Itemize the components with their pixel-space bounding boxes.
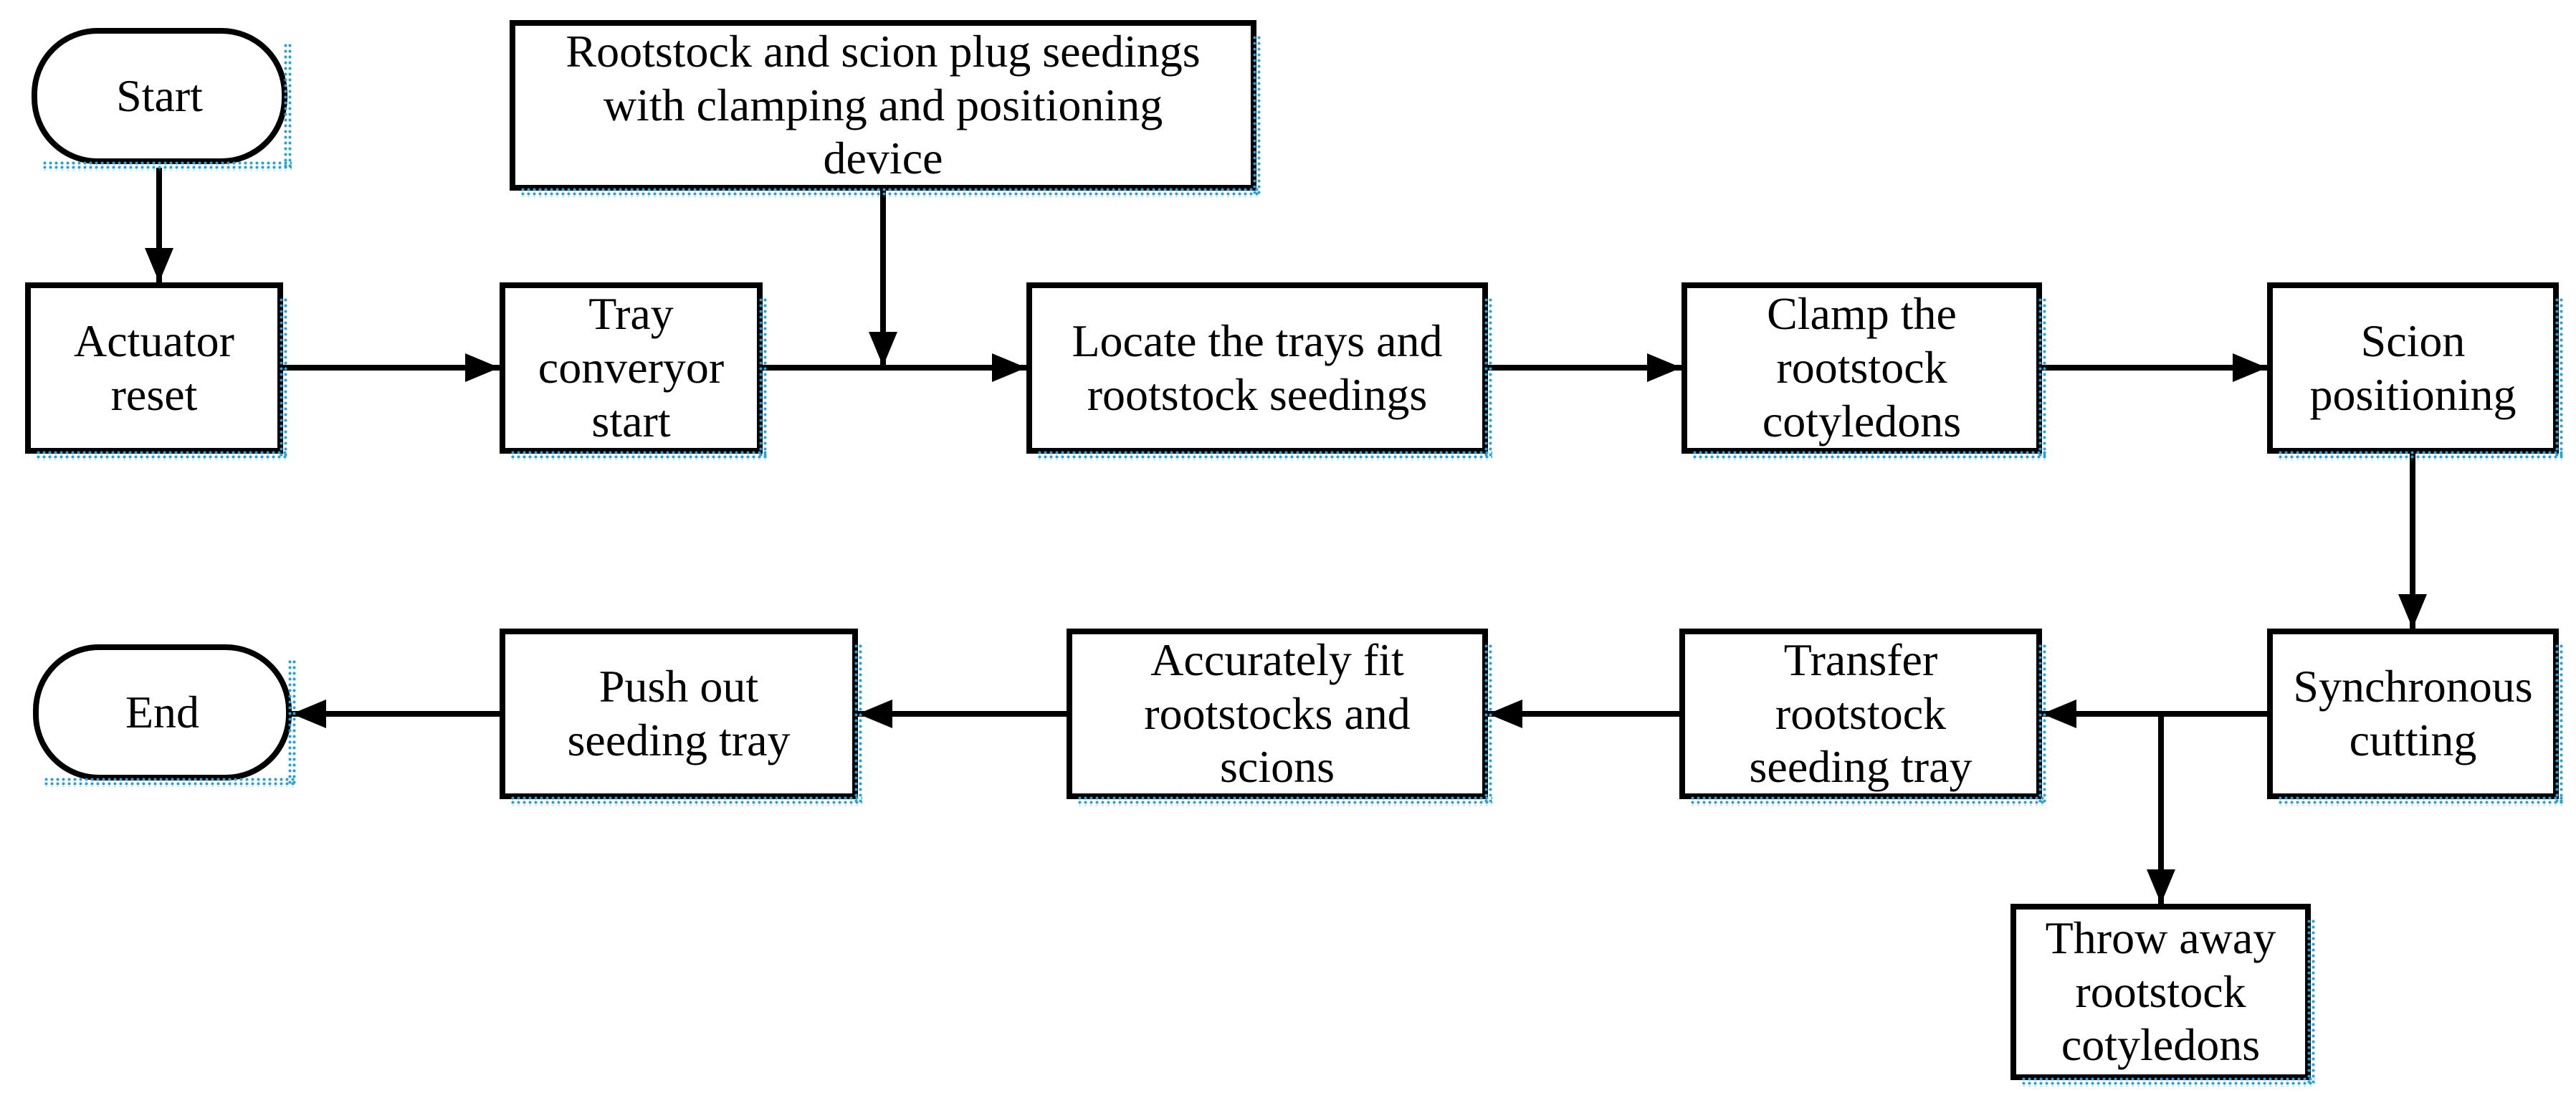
flow-node-scion-positioning-label: Scion positioning	[2309, 315, 2517, 420]
flow-node-start-label: Start	[116, 70, 203, 121]
flow-node-throw-away-cotyledons-label: Throw away rootstock cotyledons	[2045, 912, 2276, 1071]
flow-node-accurately-fit: Accurately fit rootstocks and scions	[1067, 629, 1492, 806]
flow-node-push-out-tray-label: Push out seeding tray	[567, 661, 791, 765]
flow-node-locate-trays-label: Locate the trays and rootstock seedings	[1072, 315, 1443, 420]
flow-node-transfer-tray-label: Transfer rootstock seeding tray	[1749, 634, 1972, 793]
flow-node-transfer-tray: Transfer rootstock seeding tray	[1679, 629, 2046, 806]
flow-node-throw-away-cotyledons: Throw away rootstock cotyledons	[2010, 904, 2315, 1087]
flow-node-synchronous-cutting: Synchronous cutting	[2267, 629, 2563, 806]
flow-node-actuator-reset: Actuator reset	[25, 282, 287, 460]
flow-node-plug-seedings-label: Rootstock and scion plug seedings with c…	[566, 25, 1201, 184]
flow-node-accurately-fit-label: Accurately fit rootstocks and scions	[1144, 634, 1411, 793]
flow-node-plug-seedings: Rootstock and scion plug seedings with c…	[510, 20, 1261, 197]
flow-node-actuator-reset-label: Actuator reset	[74, 315, 234, 420]
flow-node-end-label: End	[125, 686, 200, 738]
flow-node-start: Start	[32, 28, 292, 171]
flow-node-tray-conveyor-start-label: Tray converyor start	[538, 288, 725, 447]
flow-node-tray-conveyor-start: Tray converyor start	[500, 282, 767, 460]
flow-node-clamp-cotyledons-label: Clamp the rootstock cotyledons	[1762, 288, 1962, 447]
flow-node-scion-positioning: Scion positioning	[2267, 282, 2563, 460]
flow-node-end: End	[33, 644, 296, 787]
flow-node-push-out-tray: Push out seeding tray	[500, 629, 862, 806]
flow-node-synchronous-cutting-label: Synchronous cutting	[2293, 661, 2533, 765]
flow-node-clamp-cotyledons: Clamp the rootstock cotyledons	[1681, 282, 2046, 460]
flow-node-locate-trays: Locate the trays and rootstock seedings	[1026, 282, 1492, 460]
